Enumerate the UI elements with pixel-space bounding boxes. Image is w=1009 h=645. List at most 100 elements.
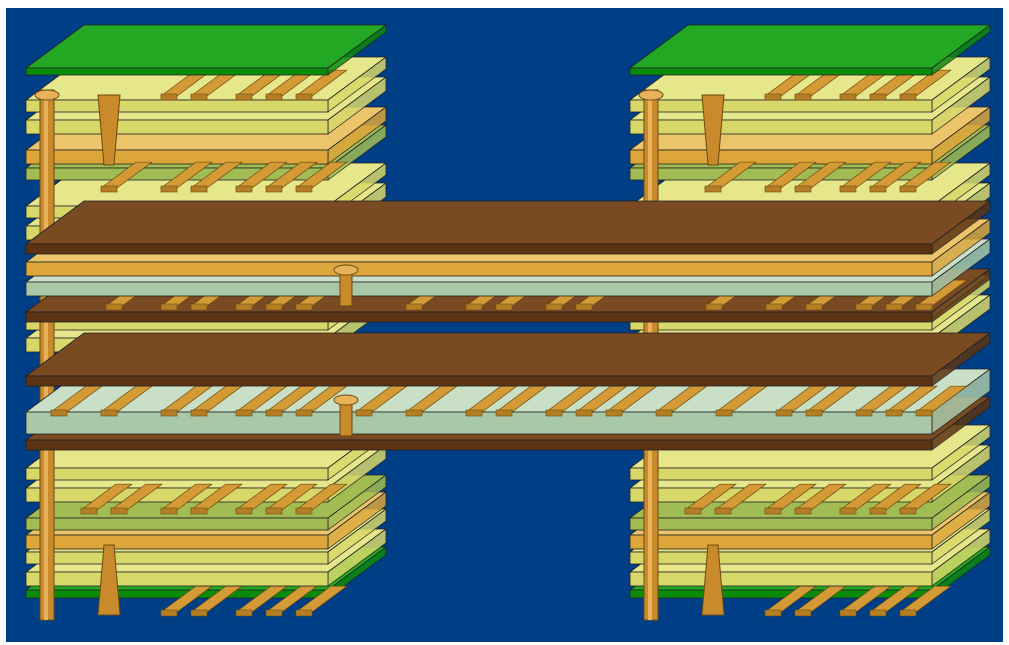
rigid-left-soldermask-top-front — [26, 68, 328, 75]
flex-l7-trace-front-15 — [716, 410, 732, 416]
flex-l7-trace-front-11 — [546, 410, 562, 416]
flex-l5-trace-front-5 — [296, 304, 312, 310]
rigid-right-l3-trace-front-2 — [795, 186, 811, 192]
flex-l5-trace-front-6 — [406, 304, 422, 310]
rigid-left-core-a-front — [26, 518, 328, 530]
flex-core-top-front — [26, 282, 932, 296]
rigid-right-soldermask-bottom-front — [630, 590, 932, 598]
flex-l7-trace-front-8 — [406, 410, 422, 416]
rigid-left-l3-trace-front-0 — [101, 186, 117, 192]
rigid-right-l10-trace-front-6 — [900, 508, 916, 514]
flex-l7-trace-front-10 — [496, 410, 512, 416]
rigid-left-soldermask-top-top — [26, 25, 386, 68]
flex-l5-trace-front-4 — [266, 304, 282, 310]
rigid-left-l1-trace-front-0 — [161, 94, 177, 100]
flex-l7-trace-front-7 — [356, 410, 372, 416]
rigid-right-l10-trace-front-5 — [870, 508, 886, 514]
rigid-right-l12-trace-front-2 — [840, 610, 856, 616]
flex-microvia-pad-0 — [334, 265, 358, 275]
rigid-left-l10-trace-front-4 — [236, 508, 252, 514]
flex-l7-trace-front-0 — [51, 410, 67, 416]
flex-l5-trace-front-11 — [706, 304, 722, 310]
rigid-left-prepreg-j-front — [26, 100, 328, 112]
flex-l7-trace-front-20 — [916, 410, 932, 416]
flex-l5-trace-front-10 — [576, 304, 592, 310]
rigid-left-l3-trace-front-1 — [161, 186, 177, 192]
rigid-left-l1-trace-front-2 — [236, 94, 252, 100]
flex-l5-trace-front-15 — [886, 304, 902, 310]
flex-l7-trace-front-18 — [856, 410, 872, 416]
rigid-right-l10-trace-front-0 — [685, 508, 701, 514]
rigid-left-l10-trace-front-1 — [111, 508, 127, 514]
flex-l5-trace-front-1 — [161, 304, 177, 310]
rigid-left-through-via-shine — [44, 90, 48, 620]
rigid-right-plane-a-front — [630, 535, 932, 549]
rigid-right-l1-trace-front-0 — [765, 94, 781, 100]
rigid-left-l3-trace-front-2 — [191, 186, 207, 192]
flex-polyimide-4-front — [26, 244, 932, 254]
rigid-right-prepreg-a-front — [630, 572, 932, 586]
rigid-left-l3-trace-front-3 — [236, 186, 252, 192]
flex-l5-trace-front-13 — [806, 304, 822, 310]
rigid-left-l12-trace-front-1 — [191, 610, 207, 616]
rigid-left-l3-trace-front-5 — [296, 186, 312, 192]
rigid-left-l3-trace-front-4 — [266, 186, 282, 192]
rigid-left-l10-trace-front-0 — [81, 508, 97, 514]
rigid-right-l10-trace-front-1 — [715, 508, 731, 514]
flex-polyimide-2-front — [26, 376, 932, 386]
rigid-left-soldermask-bottom-front — [26, 590, 328, 598]
flex-l5-trace-front-0 — [106, 304, 122, 310]
rigid-right-l3-trace-front-5 — [900, 186, 916, 192]
rigid-right-prepreg-j-front — [630, 100, 932, 112]
flex-l7-trace-front-19 — [886, 410, 902, 416]
flex-l7-trace-front-12 — [576, 410, 592, 416]
rigid-right-prepreg-d-front — [630, 468, 932, 480]
flex-l5-trace-front-2 — [191, 304, 207, 310]
rigid-right-l1-trace-front-4 — [900, 94, 916, 100]
flex-polyimide-4-top — [26, 201, 990, 244]
flex-l7-trace-front-16 — [776, 410, 792, 416]
flex-l7-trace-front-1 — [101, 410, 117, 416]
flex-l5-trace-front-14 — [856, 304, 872, 310]
rigid-left-prepreg-d-front — [26, 468, 328, 480]
flex-microvia-pad-1 — [334, 395, 358, 405]
rigid-left-through-via-pad — [35, 90, 59, 100]
flex-l7-trace-front-5 — [266, 410, 282, 416]
rigid-left-l12-trace-front-2 — [236, 610, 252, 616]
rigid-right-prepreg-i-front — [630, 120, 932, 134]
rigid-left-l10-trace-front-5 — [266, 508, 282, 514]
rigid-right-soldermask-top-top — [630, 25, 990, 68]
flex-l5-trace-front-7 — [466, 304, 482, 310]
rigid-right-soldermask-top-front — [630, 68, 932, 75]
rigid-right-l12-trace-front-3 — [870, 610, 886, 616]
flex-l5-trace-front-9 — [546, 304, 562, 310]
rigid-left-l10-trace-front-2 — [161, 508, 177, 514]
rigid-left-l1-trace-front-4 — [296, 94, 312, 100]
flex-polyimide-2-top — [26, 333, 990, 376]
rigid-right-l3-trace-front-3 — [840, 186, 856, 192]
rigid-right-l10-trace-front-3 — [795, 508, 811, 514]
rigid-left-l10-trace-front-6 — [296, 508, 312, 514]
flex-l7-trace-front-6 — [296, 410, 312, 416]
flex-l5-trace-front-8 — [496, 304, 512, 310]
rigid-left-prepreg-i-front — [26, 120, 328, 134]
flex-l5-trace-front-3 — [236, 304, 252, 310]
flex-l5-trace-front-16 — [916, 304, 932, 310]
flex-plane-front — [26, 262, 932, 276]
rigid-right-l1-trace-front-3 — [870, 94, 886, 100]
rigid-left-l1-trace-front-3 — [266, 94, 282, 100]
flex-l7-trace-front-4 — [236, 410, 252, 416]
rigid-right-core-a-front — [630, 518, 932, 530]
flex-l7-trace-front-3 — [191, 410, 207, 416]
rigid-right-l1-trace-front-2 — [840, 94, 856, 100]
rigid-right-l1-trace-front-1 — [795, 94, 811, 100]
flex-polyimide-1-front — [26, 440, 932, 450]
rigid-left-prepreg-a-front — [26, 572, 328, 586]
rigid-left-l12-trace-front-0 — [161, 610, 177, 616]
rigid-left-l1-trace-front-1 — [191, 94, 207, 100]
flex-l7-trace-front-9 — [466, 410, 482, 416]
flex-l7-trace-front-2 — [161, 410, 177, 416]
rigid-right-l12-trace-front-4 — [900, 610, 916, 616]
